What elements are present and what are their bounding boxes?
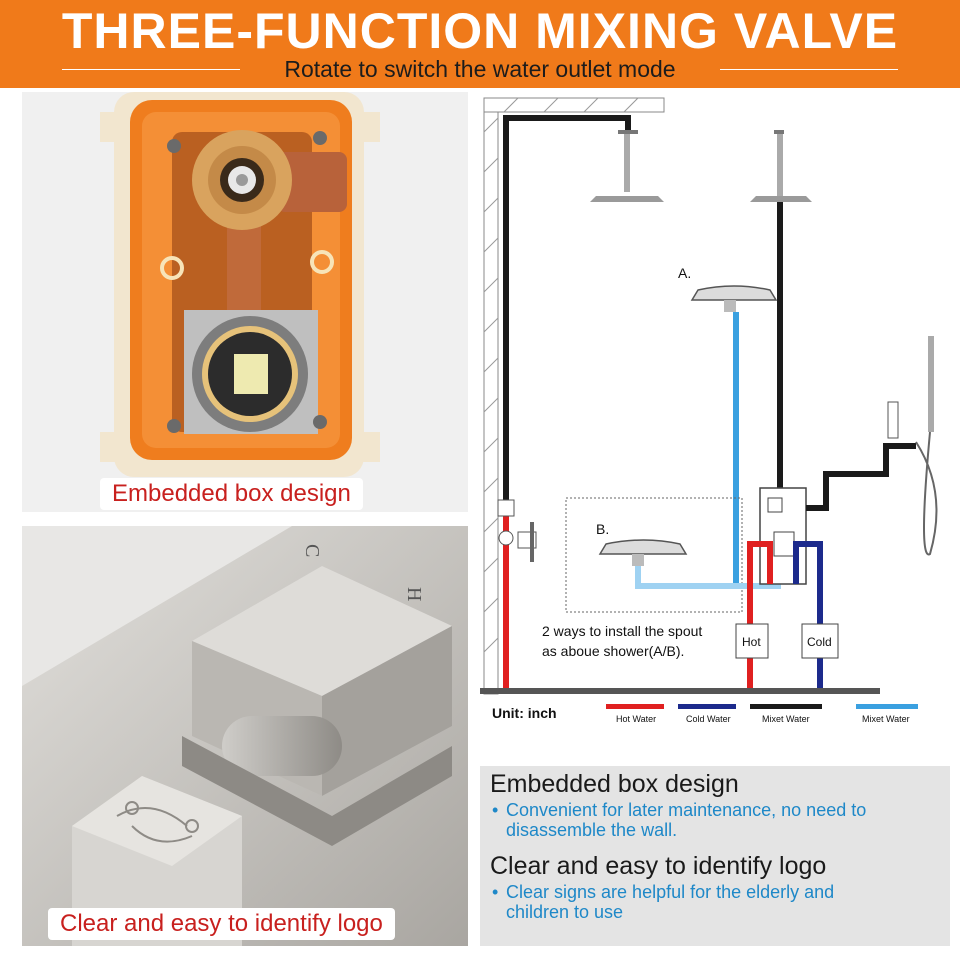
feature-text-box-line1: Convenient for later maintenance, no nee… — [506, 800, 867, 820]
right-shower-head — [750, 196, 812, 202]
left-shower-head — [590, 196, 664, 202]
cold-marking: C — [301, 544, 323, 557]
label-b: B. — [596, 521, 609, 537]
bullet-dot: • — [492, 882, 499, 902]
install-note-line2: as aboue shower(A/B). — [542, 643, 684, 659]
subtitle-divider-left — [62, 69, 240, 70]
hand-shower — [928, 336, 934, 432]
header-banner: THREE-FUNCTION MIXING VALVE Rotate to sw… — [0, 0, 960, 88]
hand-shower-pipe — [806, 443, 916, 511]
cold-water-pipe — [793, 541, 823, 688]
legend-cold: Cold Water — [686, 714, 731, 724]
installation-diagram: A. B. 2 ways to install the spout as a — [478, 92, 960, 752]
page-title: THREE-FUNCTION MIXING VALVE — [61, 3, 899, 59]
legend-hot: Hot Water — [616, 714, 656, 724]
label-a: A. — [678, 265, 691, 281]
hot-marking: H — [403, 587, 425, 601]
page-subtitle: Rotate to switch the water outlet mode — [284, 56, 676, 82]
embedded-box-illustration — [22, 92, 468, 512]
feature-heading-box: Embedded box design — [490, 770, 739, 798]
unit-label: Unit: inch — [492, 705, 557, 721]
feature-heading-logo: Clear and easy to identify logo — [490, 852, 827, 880]
legend-mixed-blue: Mixet Water — [862, 714, 910, 724]
hot-tag: Hot — [742, 635, 761, 649]
spout-b — [598, 539, 688, 555]
handle-logo-photo: C H — [22, 526, 468, 946]
left-mixed-pipe — [503, 115, 631, 502]
bullet-dot: • — [492, 800, 499, 820]
floor-line — [480, 688, 880, 694]
subtitle-row: Rotate to switch the water outlet mode — [0, 56, 960, 82]
install-note-line1: 2 ways to install the spout — [542, 623, 702, 639]
legend-mixed-black: Mixet Water — [762, 714, 810, 724]
function-icons — [116, 801, 199, 843]
wall-section — [483, 97, 665, 695]
legend: Hot Water Cold Water Mixet Water Mixet W… — [606, 704, 918, 724]
logo-caption: Clear and easy to identify logo — [48, 908, 395, 940]
subtitle-divider-right — [720, 69, 898, 70]
blue-spout-pipe-b — [635, 562, 781, 589]
cold-tag: Cold — [807, 635, 832, 649]
spout-a — [690, 285, 778, 301]
embedded-box-photo — [22, 92, 468, 512]
feature-text-box-line2: disassemble the wall. — [506, 820, 678, 840]
option-b-box — [565, 497, 743, 613]
hot-water-pipe — [747, 541, 773, 688]
feature-text-logo: • Clear signs are helpful for the elderly… — [492, 882, 932, 922]
feature-text-logo-line1: Clear signs are helpful for the elderly … — [506, 882, 835, 902]
feature-text-box: • Convenient for later maintenance, no ne… — [492, 800, 932, 840]
box-caption: Embedded box design — [100, 478, 363, 510]
handle-illustration: C H — [22, 526, 468, 946]
valve-cartridge — [234, 354, 268, 394]
feature-text-logo-line2: children to use — [506, 902, 624, 922]
feature-info-panel: Embedded box design • Convenient for late… — [480, 766, 950, 946]
